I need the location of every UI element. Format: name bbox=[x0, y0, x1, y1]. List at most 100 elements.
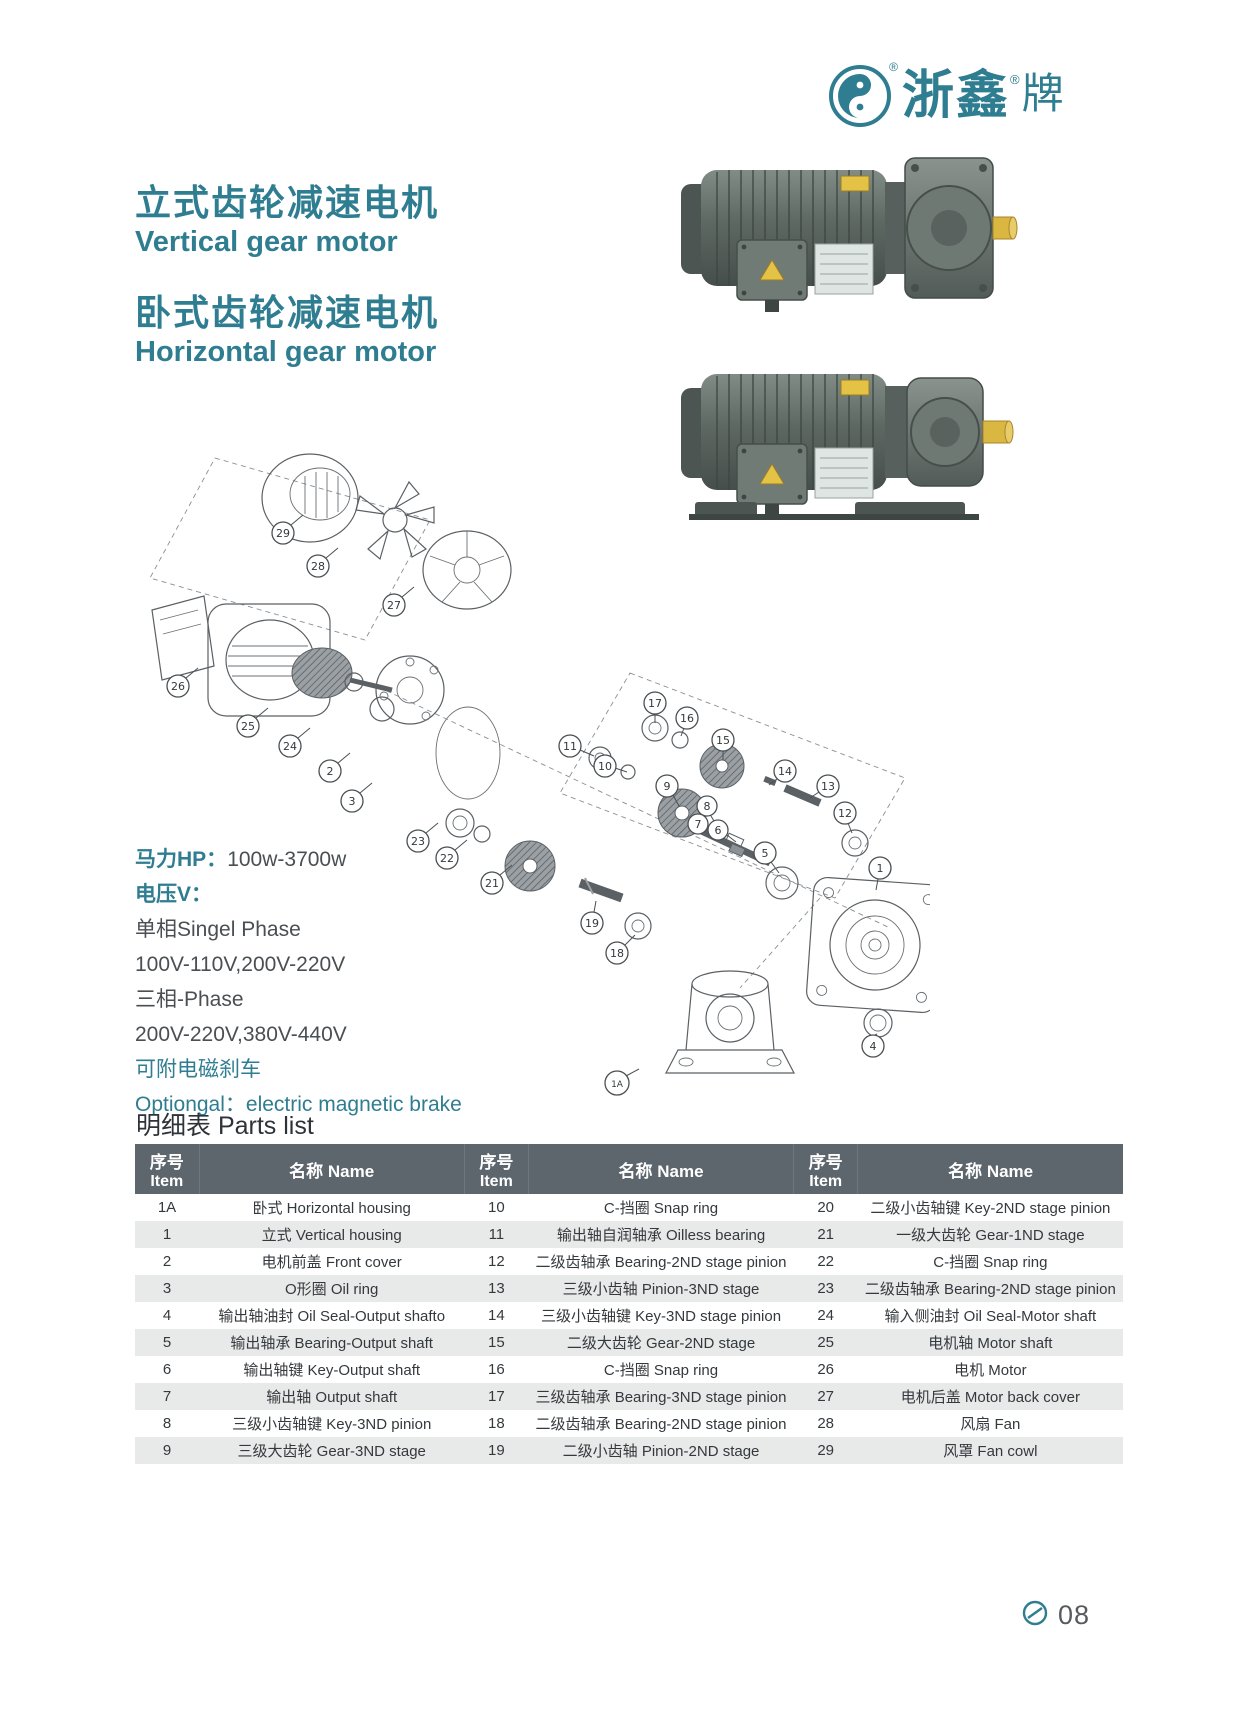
balloon-26: 26 bbox=[167, 668, 198, 697]
balloon-9: 9 bbox=[656, 775, 679, 806]
svg-text:15: 15 bbox=[716, 734, 730, 747]
part-name-cell: 立式 Vertical housing bbox=[261, 1227, 402, 1244]
part-name-cell: C-挡圈 Snap ring bbox=[933, 1254, 1048, 1271]
balloon-17: 17 bbox=[644, 692, 666, 723]
svg-text:24: 24 bbox=[283, 740, 297, 753]
part-name-cell: 电机后盖 Motor back cover bbox=[900, 1389, 1080, 1406]
part-name-cell: 三级小齿轴键 Key-3ND stage pinion bbox=[540, 1308, 782, 1325]
balloon-12: 12 bbox=[834, 802, 856, 833]
part-item-cell: 13 bbox=[488, 1280, 505, 1297]
part-item-cell: 8 bbox=[162, 1415, 172, 1432]
page-footer: 08 bbox=[1022, 1600, 1090, 1631]
brand-logo: ® 浙鑫 ® 牌 bbox=[828, 56, 1108, 136]
part-name-cell: C-挡圈 Snap ring bbox=[603, 1200, 719, 1217]
part-gear-15 bbox=[700, 744, 744, 788]
balloon-24: 24 bbox=[279, 728, 310, 757]
part-name-cell: 输出轴自润轴承 Oilless bearing bbox=[556, 1227, 766, 1244]
balloon-28: 28 bbox=[307, 548, 338, 577]
svg-text:28: 28 bbox=[311, 560, 325, 573]
spec-phase1-voltage: 100V-110V,200V-220V bbox=[135, 953, 346, 976]
svg-text:8: 8 bbox=[704, 800, 711, 813]
balloon-27: 27 bbox=[383, 587, 414, 616]
page-titles: 立式齿轮减速电机 Vertical gear motor 卧式齿轮减速电机 Ho… bbox=[135, 180, 439, 370]
assembly-box-fan bbox=[150, 458, 430, 640]
part-item-cell: 12 bbox=[488, 1253, 505, 1270]
part-oil-ring bbox=[370, 697, 394, 721]
svg-text:22: 22 bbox=[440, 852, 454, 865]
registered-mark: ® bbox=[1010, 72, 1020, 87]
part-name-cell: 二级小齿轴 Pinion-2ND stage bbox=[562, 1443, 760, 1460]
part-item-cell: 22 bbox=[817, 1253, 835, 1270]
part-pinion-13 bbox=[785, 788, 820, 803]
svg-text:27: 27 bbox=[387, 599, 401, 612]
gear-flange bbox=[885, 157, 994, 299]
terminal-box bbox=[736, 239, 808, 312]
part-name-cell: 输出轴油封 Oil Seal-Output shafto bbox=[218, 1308, 446, 1325]
part-name-cell: 二级齿轴承 Bearing-2ND stage pinion bbox=[864, 1281, 1116, 1298]
svg-text:1A: 1A bbox=[611, 1080, 624, 1090]
part-item-cell: 15 bbox=[488, 1334, 505, 1351]
part-name-cell: O形圈 Oil ring bbox=[285, 1281, 379, 1298]
part-name-cell: 二级齿轴承 Bearing-2ND stage pinion bbox=[535, 1416, 787, 1433]
part-bearing-23 bbox=[446, 809, 474, 837]
header-name-2: 名称 Name bbox=[528, 1144, 795, 1194]
part-name-cell: 电机前盖 Front cover bbox=[261, 1254, 402, 1271]
spec-hp: 马力HP：100w-3700w bbox=[135, 848, 347, 871]
motor-photo-horizontal bbox=[645, 362, 1020, 542]
assembly-axis bbox=[370, 683, 890, 928]
exploded-view-diagram: 29 28 27 26 25 24 2 3 23 22 21 19 18 11 … bbox=[130, 428, 930, 1108]
svg-text:2: 2 bbox=[327, 765, 334, 778]
svg-text:19: 19 bbox=[585, 917, 599, 930]
motor-photo-vertical bbox=[645, 152, 1020, 342]
part-item-cell: 1A bbox=[157, 1199, 177, 1216]
balloon-10: 10 bbox=[594, 755, 627, 777]
part-fan-cowl bbox=[262, 454, 358, 542]
balloon-2: 2 bbox=[319, 753, 350, 782]
part-name-cell: C-挡圈 Snap ring bbox=[603, 1362, 719, 1379]
part-item-cell: 24 bbox=[817, 1307, 835, 1324]
balloon-1: 1 bbox=[869, 857, 891, 890]
part-item-cell: 16 bbox=[488, 1361, 505, 1378]
title-horizontal-cn: 卧式齿轮减速电机 bbox=[135, 291, 440, 333]
balloon-23: 23 bbox=[407, 823, 438, 852]
output-shaft bbox=[982, 420, 1014, 444]
assembly-box-gears bbox=[560, 673, 905, 898]
part-fan bbox=[356, 482, 434, 559]
part-item-cell: 3 bbox=[162, 1280, 172, 1297]
part-item-cell: 10 bbox=[488, 1199, 505, 1216]
part-gasket bbox=[436, 707, 500, 799]
brand-name: 浙鑫 bbox=[902, 67, 1011, 125]
part-oil-seal-motor bbox=[345, 673, 363, 691]
balloon-22: 22 bbox=[436, 840, 467, 869]
assembly-axis-2 bbox=[740, 898, 820, 988]
part-name-cell: 电机轴 Motor shaft bbox=[928, 1335, 1053, 1352]
part-key-6 bbox=[729, 843, 745, 856]
spec-brake-cn: 可附电磁刹车 bbox=[135, 1058, 261, 1081]
part-name-cell: 风扇 Fan bbox=[960, 1416, 1021, 1433]
spec-voltage: 电压V： bbox=[135, 883, 213, 906]
part-vertical-housing bbox=[666, 971, 794, 1073]
balloon-5: 5 bbox=[754, 842, 779, 873]
parts-list-title: 明细表 Parts list bbox=[136, 1112, 314, 1140]
svg-text:29: 29 bbox=[276, 527, 290, 540]
balloon-19: 19 bbox=[581, 901, 603, 934]
page-footer-icon bbox=[1022, 1600, 1048, 1631]
part-name-cell: 二级大齿轮 Gear-2ND stage bbox=[566, 1335, 756, 1352]
part-name-cell: 三级小齿轴 Pinion-3ND stage bbox=[562, 1281, 760, 1298]
gear-housing bbox=[885, 377, 984, 487]
balloon-25: 25 bbox=[237, 708, 268, 737]
part-bearing-18 bbox=[625, 913, 651, 939]
brand-wordmark: 浙鑫 ® 牌 bbox=[902, 70, 1064, 122]
part-key-14 bbox=[763, 775, 777, 787]
